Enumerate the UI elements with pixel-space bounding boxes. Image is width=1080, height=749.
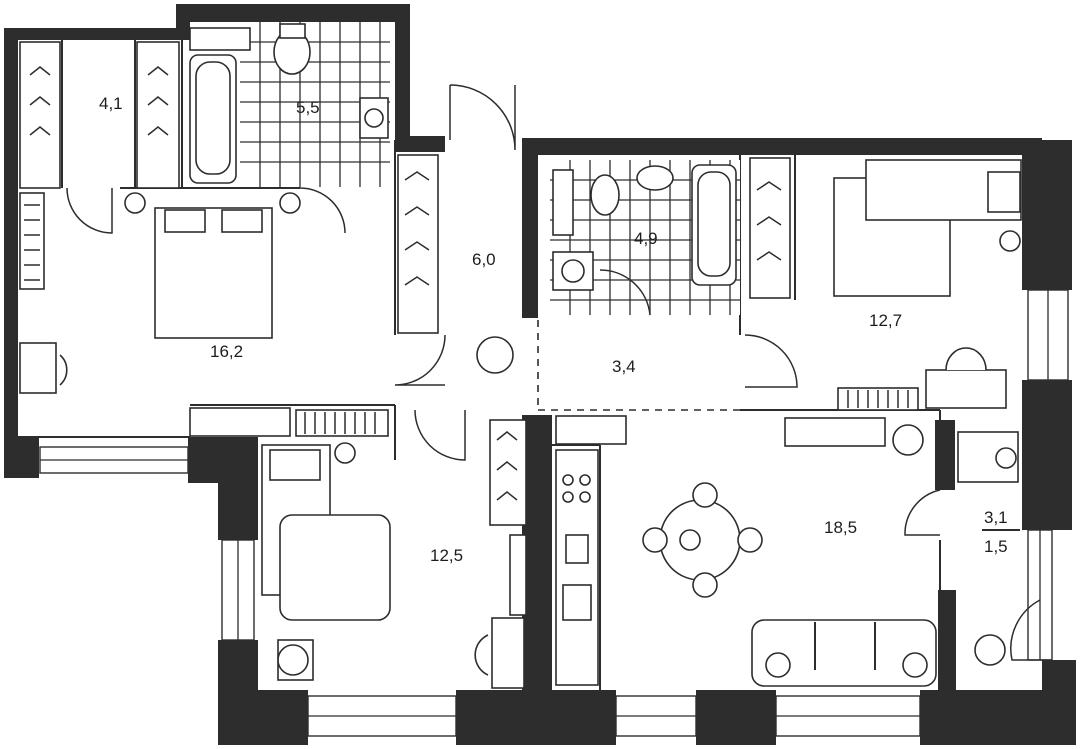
area-kitchen-living: 18,5 (824, 518, 857, 537)
area-bedroom-2: 12,7 (869, 311, 902, 330)
furniture (19, 23, 1022, 689)
walls (4, 4, 1076, 745)
area-balcony-reduced: 1,5 (984, 537, 1008, 556)
area-corridor: 3,4 (612, 357, 636, 376)
area-balcony: 3,1 (984, 508, 1008, 527)
area-bedroom-3: 12,5 (430, 546, 463, 565)
area-wardrobe: 4,1 (99, 94, 123, 113)
area-bathroom-1: 5,5 (296, 98, 320, 117)
area-bedroom-1: 16,2 (210, 342, 243, 361)
doors (66, 84, 1052, 661)
area-labels: 4,1 5,5 6,0 4,9 16,2 3,4 12,7 12,5 18,5 … (99, 94, 1020, 565)
windows (39, 289, 1069, 737)
area-bathroom-2: 4,9 (634, 229, 658, 248)
area-hall: 6,0 (472, 250, 496, 269)
